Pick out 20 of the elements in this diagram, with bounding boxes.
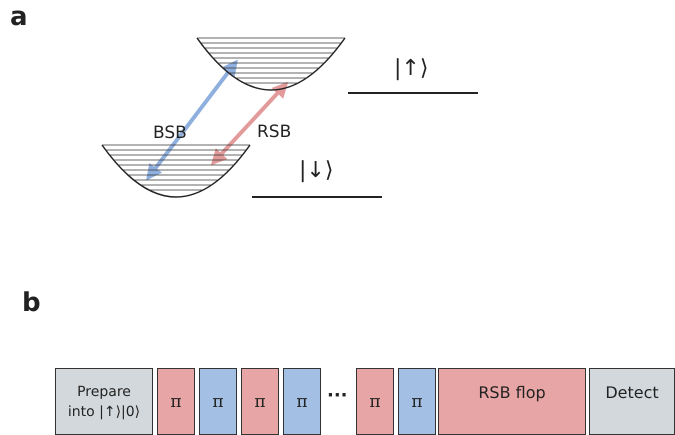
edge-label: BSB bbox=[153, 123, 187, 143]
pulse-block: π bbox=[283, 368, 321, 435]
panel-label: b bbox=[22, 288, 41, 318]
potential-well-drawing bbox=[195, 36, 347, 92]
edge-label: RSB bbox=[257, 122, 292, 142]
pulse-block: Prepare into |↑⟩|0⟩ bbox=[55, 368, 153, 435]
pulse-block: π bbox=[199, 368, 237, 435]
ellipsis: ··· bbox=[327, 385, 348, 406]
pulse-block: RSB flop bbox=[438, 368, 586, 435]
state-label: |↓⟩ bbox=[299, 158, 334, 183]
pulse-block: π bbox=[356, 368, 394, 435]
potential-well-drawing bbox=[100, 143, 252, 199]
double-arrow bbox=[210, 82, 288, 166]
panel-label: a bbox=[10, 2, 28, 32]
pulse-block: π bbox=[398, 368, 436, 435]
double-arrow bbox=[146, 59, 238, 181]
pulse-block: π bbox=[241, 368, 279, 435]
pulse-block: π bbox=[157, 368, 195, 435]
pulse-block: Detect bbox=[589, 368, 675, 435]
state-label: |↑⟩ bbox=[394, 56, 428, 81]
